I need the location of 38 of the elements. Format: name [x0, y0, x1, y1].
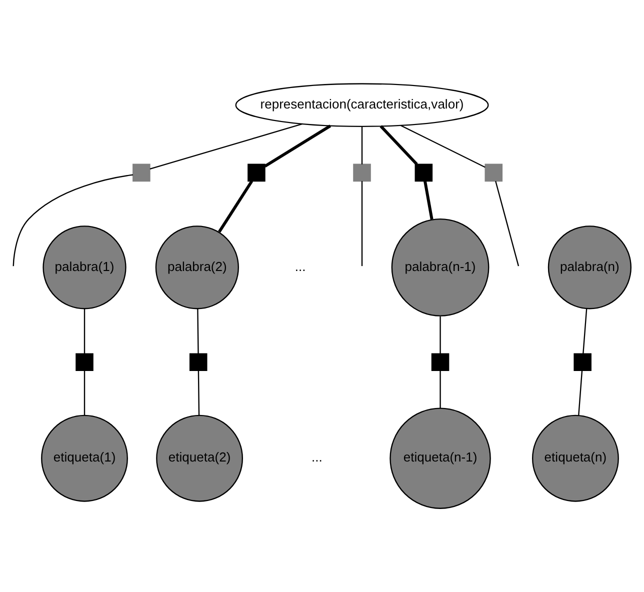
connector	[578, 370, 583, 416]
connector	[424, 180, 434, 220]
node-ellipse: representacion(caracteristica,valor)	[235, 83, 489, 128]
connector	[84, 308, 86, 354]
connector	[400, 124, 486, 168]
node-box	[574, 353, 592, 372]
connector	[197, 308, 199, 354]
connector	[361, 181, 363, 266]
node-box	[431, 353, 450, 372]
connector	[198, 370, 200, 416]
connector	[150, 123, 302, 170]
connector	[582, 308, 588, 354]
node-box	[484, 164, 503, 182]
node-circle: palabra(n)	[548, 226, 632, 310]
node-circle: etiqueta(1)	[41, 414, 128, 502]
node-box	[353, 164, 371, 182]
connector	[264, 124, 332, 168]
node-box	[414, 164, 433, 182]
node-box	[248, 164, 266, 182]
connector	[361, 126, 363, 164]
label: ...	[312, 450, 322, 465]
connector	[440, 370, 441, 408]
connector	[218, 180, 254, 233]
node-box	[189, 353, 208, 372]
connector	[12, 174, 134, 266]
node-circle: palabra(2)	[155, 226, 239, 310]
node-circle: palabra(1)	[42, 226, 126, 310]
node-circle: etiqueta(n)	[532, 414, 619, 502]
node-box	[132, 164, 150, 182]
node-circle: etiqueta(n-1)	[390, 408, 491, 509]
connector	[84, 370, 86, 416]
node-circle: etiqueta(2)	[156, 414, 244, 502]
node-box	[76, 353, 94, 372]
connector	[440, 316, 441, 354]
node-circle: palabra(n-1)	[391, 218, 490, 316]
connector	[380, 125, 418, 166]
connector	[495, 180, 520, 266]
label: ...	[294, 258, 306, 274]
